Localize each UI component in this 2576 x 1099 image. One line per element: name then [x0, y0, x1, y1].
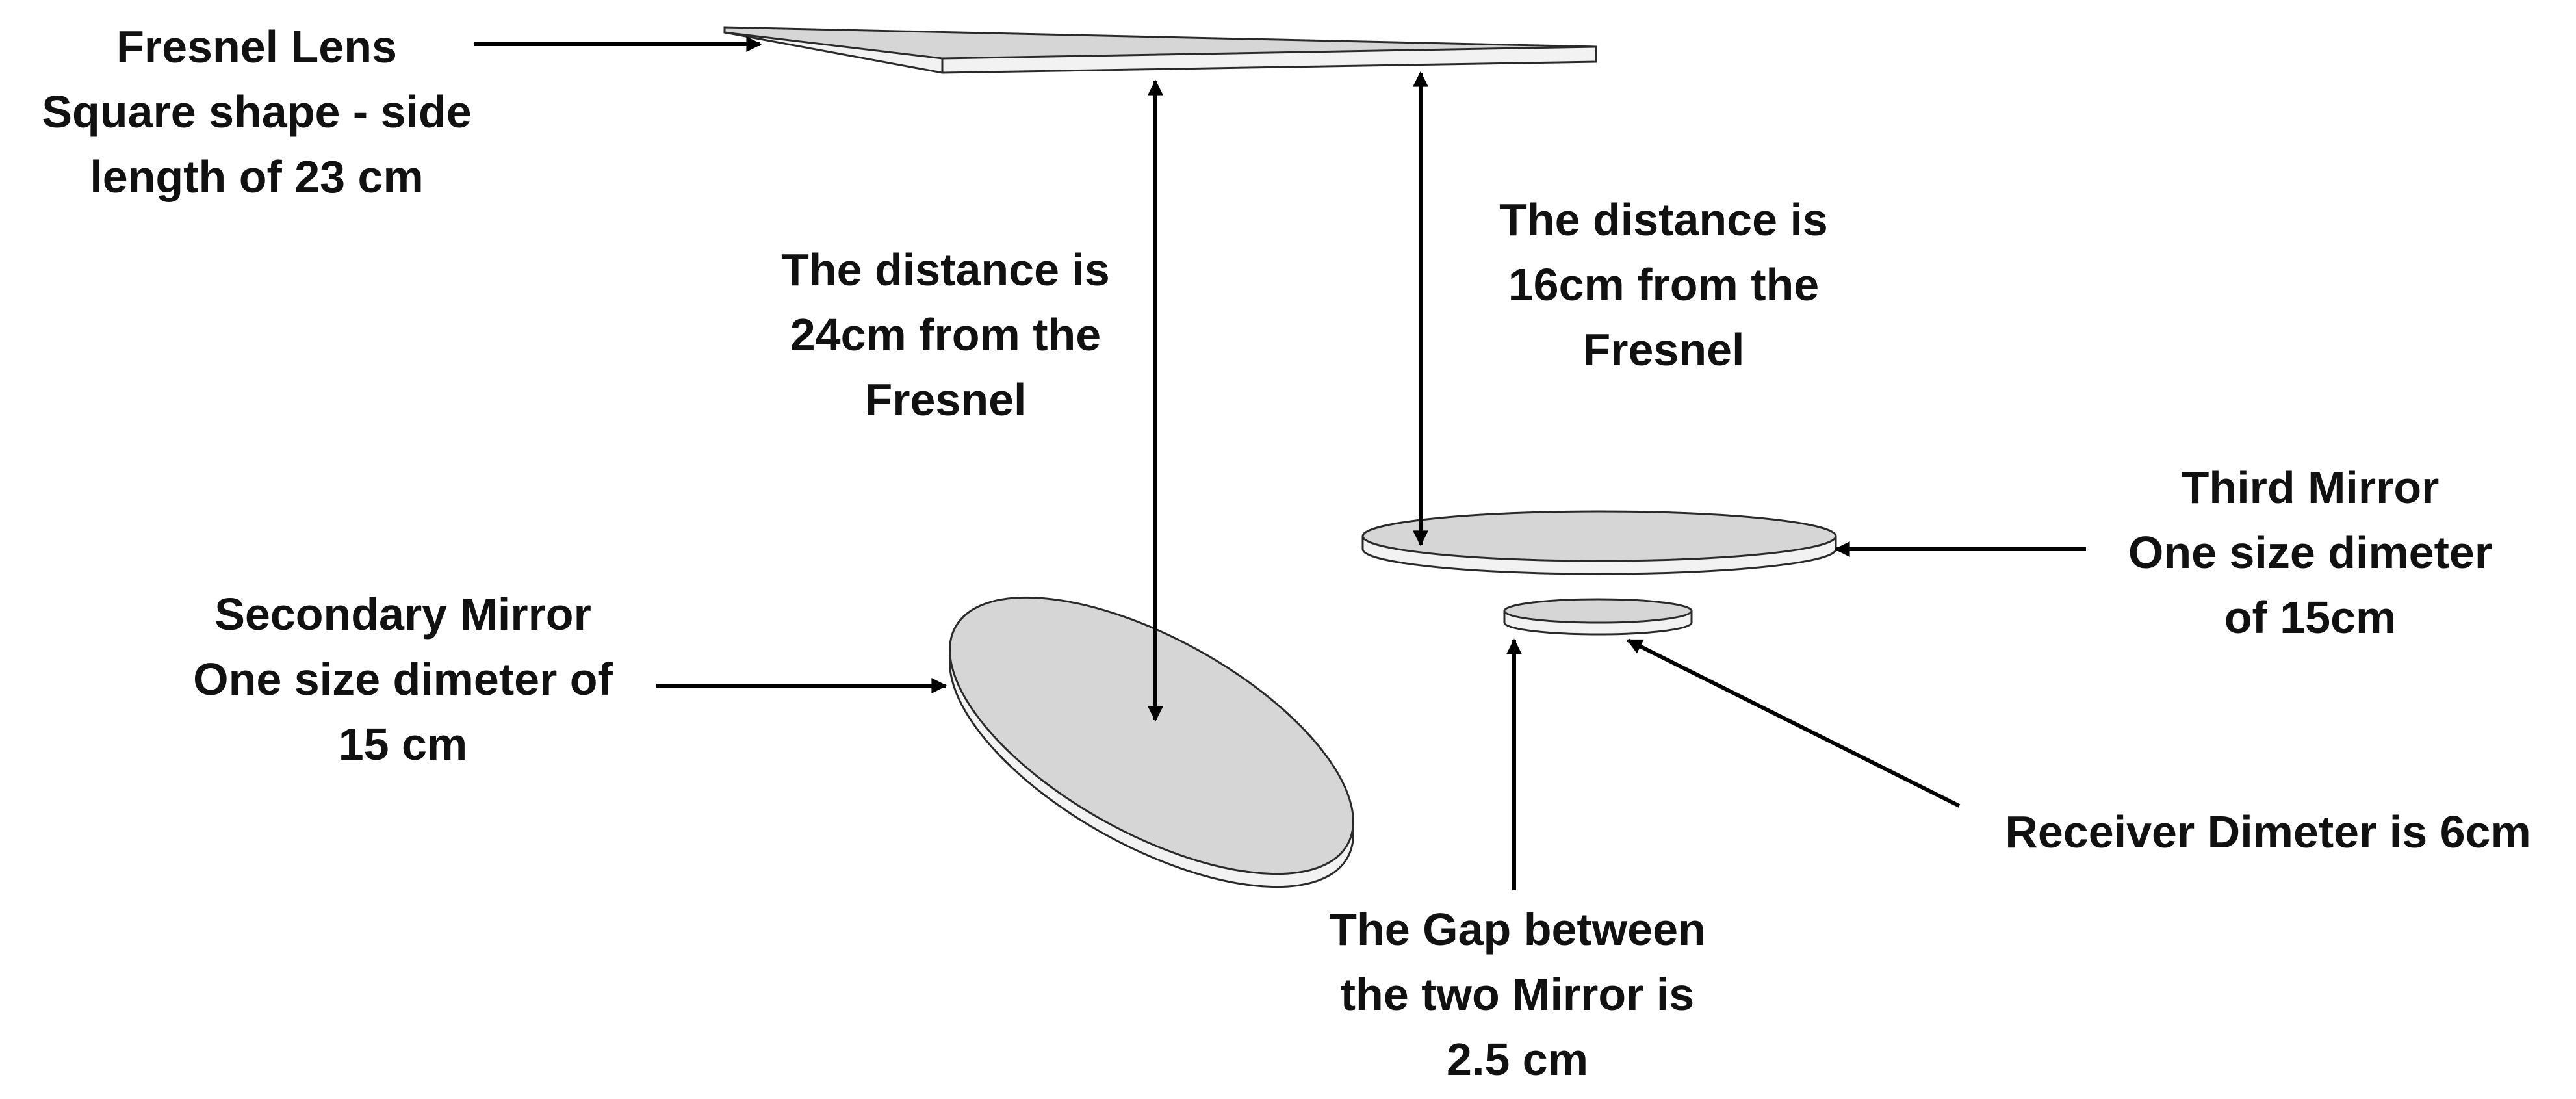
distance-16-line-1: The distance is — [1499, 194, 1828, 245]
gap-line-1: The Gap between — [1329, 904, 1706, 955]
distance-24-line-1: The distance is — [781, 244, 1110, 295]
gap-line-3: 2.5 cm — [1447, 1034, 1588, 1085]
fresnel-lens-label: Fresnel Lens Square shape - side length … — [26, 14, 487, 209]
receiver-line-1: Receiver Dimeter is 6cm — [2005, 807, 2531, 857]
secondary-mirror-disc — [949, 596, 1354, 888]
secondary-mirror-line-3: 15 cm — [338, 719, 468, 769]
gap-label: The Gap between the two Mirror is 2.5 cm — [1290, 897, 1745, 1092]
distance-16-line-2: 16cm from the — [1508, 259, 1820, 310]
third-mirror-line-3: of 15cm — [2224, 592, 2397, 643]
gap-line-2: the two Mirror is — [1340, 969, 1695, 1020]
receiver-disc — [1503, 598, 1693, 636]
fresnel-label-line-1: Fresnel Lens — [116, 21, 397, 72]
distance-16-line-3: Fresnel — [1582, 324, 1745, 375]
secondary-mirror-line-1: Secondary Mirror — [214, 589, 591, 640]
secondary-mirror-line-2: One size dimeter of — [193, 654, 613, 705]
fresnel-lens-plate — [723, 26, 1597, 74]
receiver-label: Receiver Dimeter is 6cm — [1969, 799, 2567, 864]
distance-24-line-2: 24cm from the — [790, 309, 1101, 360]
third-mirror-label: Third Mirror One size dimeter of 15cm — [2089, 455, 2531, 650]
fresnel-label-line-2: Square shape - side — [42, 86, 472, 137]
receiver-label-arrow — [1626, 638, 1961, 808]
secondary-mirror-label: Secondary Mirror One size dimeter of 15 … — [159, 582, 647, 777]
distance-16cm-label: The distance is 16cm from the Fresnel — [1456, 187, 1872, 382]
fresnel-label-line-3: length of 23 cm — [90, 151, 424, 202]
distance-24cm-label: The distance is 24cm from the Fresnel — [738, 237, 1153, 432]
third-mirror-line-2: One size dimeter — [2128, 527, 2493, 578]
distance-24-line-3: Fresnel — [864, 374, 1027, 425]
third-mirror-disc — [1361, 510, 1837, 575]
third-mirror-line-1: Third Mirror — [2181, 462, 2440, 513]
